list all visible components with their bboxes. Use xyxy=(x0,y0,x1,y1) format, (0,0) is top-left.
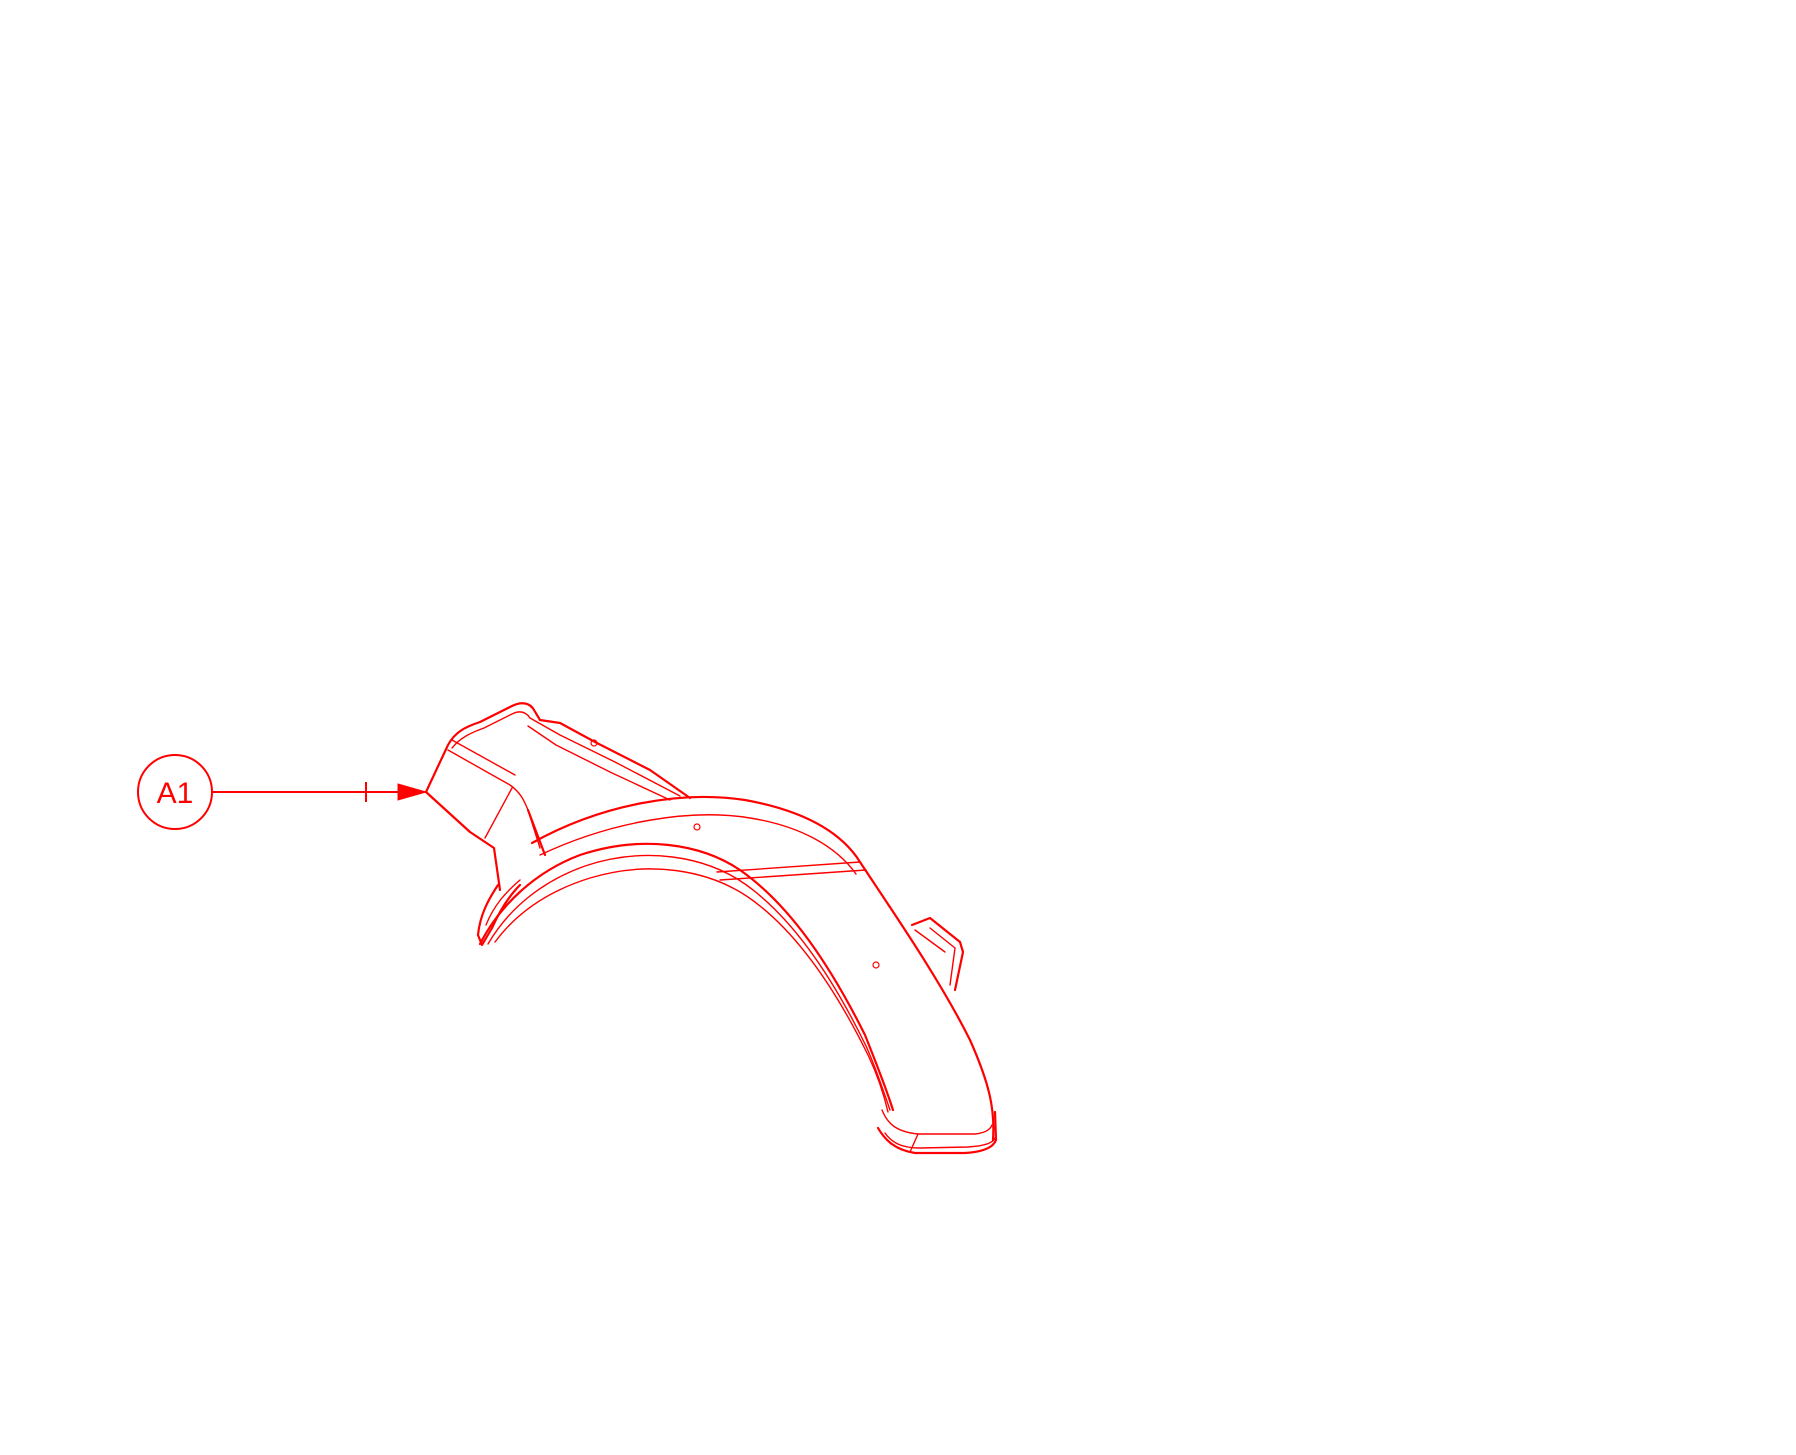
fender-tail-inner xyxy=(881,1109,993,1135)
screw-mark-icon xyxy=(590,739,880,969)
nose-face-top-b xyxy=(451,739,516,776)
fender-lower-outer-edge xyxy=(478,842,895,1112)
fender-seam-front xyxy=(716,861,861,873)
callout-label: A1 xyxy=(157,777,194,810)
nose-face-top xyxy=(447,749,541,849)
right-tab-front xyxy=(914,929,946,953)
fender-seam-front-b xyxy=(719,869,867,881)
leader-arrowhead-icon xyxy=(397,783,428,801)
nose-face-diag xyxy=(484,787,513,839)
nose-ridge xyxy=(529,717,681,797)
nose-outer-outline xyxy=(424,702,692,800)
nose-inner-outline xyxy=(451,711,531,749)
nose-front-face xyxy=(424,790,502,892)
fender-lower-inner-edge xyxy=(487,854,891,1111)
fender-tail xyxy=(876,1110,998,1155)
fender-lower-rim xyxy=(494,868,889,1113)
callout-a1: A1 xyxy=(137,754,428,830)
right-tab-inner xyxy=(929,927,956,986)
fender-tail-bottom xyxy=(884,1132,996,1149)
fender-shroud xyxy=(424,702,998,1155)
left-flange xyxy=(476,883,522,947)
right-tab xyxy=(910,916,965,992)
left-flange-inner xyxy=(485,879,521,926)
nose-ridge-b xyxy=(527,725,671,801)
fender-top-inner-edge xyxy=(539,814,857,875)
nose-side-drop xyxy=(526,808,547,857)
fender-tail-edge xyxy=(909,1133,919,1153)
